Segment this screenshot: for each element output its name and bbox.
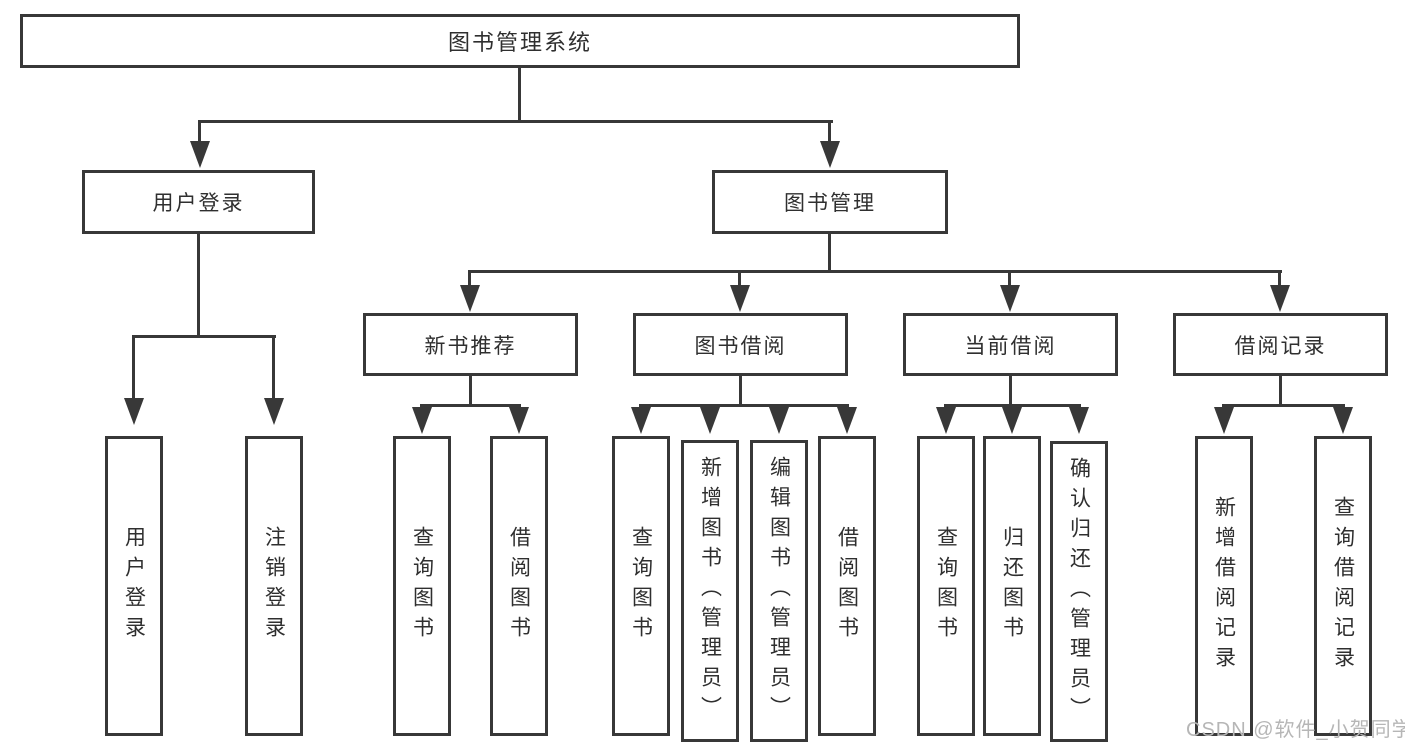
connector-line: [944, 404, 1081, 407]
node-book-management: 图书管理: [712, 170, 948, 234]
arrowhead-down-icon: [412, 407, 432, 434]
arrowhead-down-icon: [264, 398, 284, 425]
node-label: 借阅图书: [835, 526, 859, 646]
connector-line: [198, 122, 201, 143]
connector-line: [1008, 272, 1011, 286]
arrowhead-down-icon: [1000, 285, 1020, 312]
arrowhead-down-icon: [460, 285, 480, 312]
node-label: 新增借阅记录: [1212, 496, 1236, 676]
arrowhead-down-icon: [730, 285, 750, 312]
node-label: 图书管理: [784, 192, 876, 215]
node-bb-edit-books-admin: 编辑图书（管理员）: [750, 440, 808, 742]
node-bb-query-books: 查询图书: [612, 436, 670, 736]
connector-line: [739, 375, 742, 406]
arrowhead-down-icon: [837, 407, 857, 434]
connector-line: [272, 337, 275, 399]
node-br-add-record: 新增借阅记录: [1195, 436, 1253, 736]
connector-line: [132, 337, 135, 399]
arrowhead-down-icon: [190, 141, 210, 168]
node-cb-return-books: 归还图书: [983, 436, 1041, 736]
connector-line: [1279, 375, 1282, 406]
arrowhead-down-icon: [509, 407, 529, 434]
arrowhead-down-icon: [1069, 407, 1089, 434]
connector-line: [738, 272, 741, 286]
node-label: 用户登录: [122, 526, 146, 646]
arrowhead-down-icon: [1002, 407, 1022, 434]
connector-line: [469, 375, 472, 406]
node-br-query-record: 查询借阅记录: [1314, 436, 1372, 736]
connector-line: [639, 404, 849, 407]
node-label: 图书管理系统: [447, 30, 592, 55]
node-user-login-branch: 用户登录: [82, 170, 315, 234]
node-label: 新增图书（管理员）: [698, 456, 722, 726]
connector-line: [468, 270, 1282, 273]
node-label: 新书推荐: [424, 334, 517, 358]
node-label: 借阅记录: [1234, 334, 1327, 358]
node-nbr-query-books: 查询图书: [393, 436, 451, 736]
node-label: 查询图书: [410, 526, 434, 646]
arrowhead-down-icon: [1333, 407, 1353, 434]
node-label: 借阅图书: [507, 526, 531, 646]
node-new-book-recommendation: 新书推荐: [363, 313, 578, 376]
connector-line: [197, 233, 200, 337]
node-label: 编辑图书（管理员）: [767, 456, 791, 726]
node-label: 确认归还（管理员）: [1067, 456, 1091, 727]
connector-line: [468, 272, 471, 286]
connector-line: [1009, 375, 1012, 406]
connector-line: [420, 404, 521, 407]
node-label: 用户登录: [152, 192, 245, 215]
node-label: 查询借阅记录: [1331, 496, 1355, 676]
node-label: 注销登录: [262, 526, 286, 646]
node-bb-borrow-books: 借阅图书: [818, 436, 876, 736]
connector-line: [828, 233, 831, 272]
arrowhead-down-icon: [1270, 285, 1290, 312]
arrowhead-down-icon: [631, 407, 651, 434]
node-cb-query-books: 查询图书: [917, 436, 975, 736]
arrowhead-down-icon: [1214, 407, 1234, 434]
node-nbr-borrow-books: 借阅图书: [490, 436, 548, 736]
connector-line: [1278, 272, 1281, 286]
node-borrowing-records: 借阅记录: [1173, 313, 1388, 376]
node-label: 归还图书: [1000, 526, 1024, 646]
node-library-management-system: 图书管理系统: [20, 14, 1020, 68]
node-user-login-leaf: 用户登录: [105, 436, 163, 736]
node-bb-add-books-admin: 新增图书（管理员）: [681, 440, 739, 742]
connector-line: [198, 120, 833, 123]
node-label: 查询图书: [934, 526, 958, 646]
arrowhead-down-icon: [700, 407, 720, 434]
node-label: 图书借阅: [694, 334, 787, 358]
csdn-watermark: CSDN @软件_小贺同学: [1186, 719, 1405, 741]
arrowhead-down-icon: [769, 407, 789, 434]
arrowhead-down-icon: [124, 398, 144, 425]
node-label: 查询图书: [629, 526, 653, 646]
node-current-borrowing: 当前借阅: [903, 313, 1118, 376]
arrowhead-down-icon: [936, 407, 956, 434]
node-label: 当前借阅: [964, 334, 1057, 358]
node-logout-leaf: 注销登录: [245, 436, 303, 736]
node-book-borrowing: 图书借阅: [633, 313, 848, 376]
connector-line: [828, 122, 831, 143]
connector-line: [1222, 404, 1345, 407]
connector-line: [518, 67, 521, 122]
arrowhead-down-icon: [820, 141, 840, 168]
connector-line: [132, 335, 276, 338]
node-cb-confirm-return-admin: 确认归还（管理员）: [1050, 441, 1108, 742]
